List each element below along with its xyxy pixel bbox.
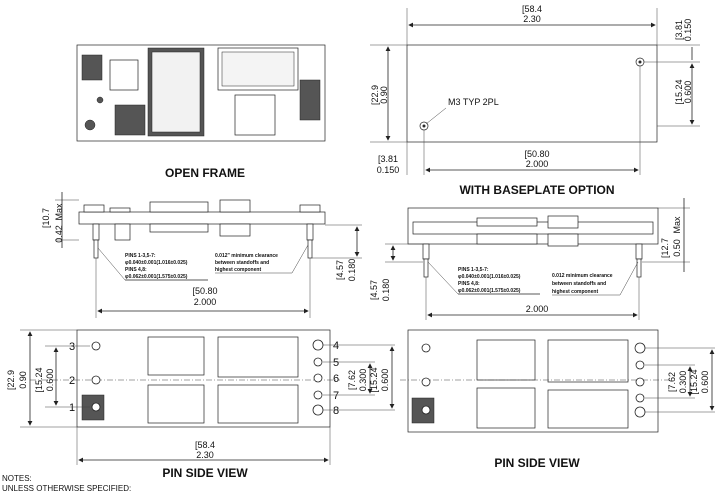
pin-base-right-big-in: 0.600 (700, 371, 710, 394)
baseplate-top-offset-mm: [3.81 (674, 20, 684, 40)
pin-open-right-small-in: 0.300 (358, 369, 368, 392)
side-base-clearance-2: between standoffs and (552, 281, 606, 287)
open-frame-side-view: [10.7 0.42 Max [4.57 0.180 [50.80 2.000 … (41, 192, 362, 318)
pin-label-8: 8 (333, 405, 339, 417)
pin-open-left-span-mm: [15.24 (34, 367, 44, 392)
side-base-pins-b-dim: φ0.062±0.001(1.575±0.025) (458, 288, 521, 294)
side-open-height-in: 0.42 (54, 225, 64, 243)
baseplate-width-mm: [58.4 (522, 4, 542, 14)
open-frame-top-view: OPEN FRAME (76, 44, 326, 180)
baseplate-left-offset-mm: [3.81 (378, 154, 398, 164)
side-base-pitch-in: 2.000 (526, 304, 549, 314)
baseplate-height-mm: [22.9 (370, 85, 380, 105)
pin-label-5: 5 (333, 357, 339, 369)
pin-open-right-big-in: 0.600 (380, 369, 390, 392)
notes-title: NOTES: (2, 474, 32, 483)
side-open-max: Max (54, 203, 64, 221)
side-base-pin-len-in: 0.180 (381, 279, 391, 302)
open-frame-title: OPEN FRAME (165, 166, 245, 180)
pin-open-title: PIN SIDE VIEW (162, 466, 248, 480)
pin-base-right-big-mm: [15.24 (689, 369, 699, 394)
baseplate-title: WITH BASEPLATE OPTION (459, 183, 614, 197)
baseplate-hole-spacing-mm: [15.24 (674, 79, 684, 104)
side-open-pins-b-dim: φ0.062±0.001(1.575±0.025) (125, 274, 188, 280)
pin-label-2: 2 (69, 375, 75, 387)
mount-hole-note: M3 TYP 2PL (448, 97, 499, 107)
side-base-clearance-3: highest component (552, 289, 598, 295)
side-open-pins-b: PINS 4,8: (125, 267, 147, 273)
side-base-pin-len-mm: [4.57 (369, 280, 379, 300)
side-open-pitch-mm: [50.80 (192, 286, 217, 296)
pin-open-right-big-mm: [15.24 (369, 367, 379, 392)
side-open-clearance-1: 0.012" minimum clearance (215, 253, 278, 259)
side-open-clearance-2: between standoffs and (215, 260, 269, 266)
pin-open-height-in: 0.90 (18, 371, 28, 389)
side-open-clearance-3: highest component (215, 267, 261, 273)
baseplate-top-view: [58.4 2.30 [3.81 0.150 [15.24 0.600 [22.… (370, 4, 700, 197)
pin-label-4: 4 (333, 340, 339, 352)
pin-open-left-span-in: 0.600 (45, 369, 55, 392)
side-base-pins-b: PINS 4,8: (458, 281, 480, 287)
side-open-pin-len-mm: [4.57 (335, 260, 345, 280)
pin-open-width-in: 2.30 (196, 450, 214, 460)
baseplate-width-in: 2.30 (523, 14, 541, 24)
baseplate-top-offset-in: 0.150 (683, 19, 693, 42)
baseplate-hole-pitch-mm: [50.80 (524, 149, 549, 159)
pin-label-6: 6 (333, 373, 339, 385)
pin-open-height-mm: [22.9 (6, 370, 16, 390)
notes-line-1: UNLESS OTHERWISE SPECIFIED: (2, 484, 131, 493)
pin-base-title: PIN SIDE VIEW (494, 456, 580, 470)
baseplate-hole-spacing-in: 0.600 (683, 81, 693, 104)
side-base-height-mm: [12.7 (660, 238, 670, 258)
side-base-pins-a: PINS 1-3,5-7: (458, 267, 489, 273)
baseplate-hole-pitch-in: 2.000 (526, 159, 549, 169)
side-open-pins-a-dim: φ0.040±0.001(1.016±0.025) (125, 260, 188, 266)
side-base-height-in: 0.50 (672, 239, 682, 257)
baseplate-left-offset-in: 0.150 (377, 165, 400, 175)
baseplate-pin-side-view: [7.62 0.300 [15.24 0.600 PIN SIDE VIEW (400, 329, 715, 470)
baseplate-side-view: [12.7 0.50 Max [4.57 0.180 2.000 PINS 1-… (369, 198, 690, 320)
side-open-height-mm: [10.7 (41, 208, 51, 228)
baseplate-height-in: 0.90 (379, 86, 389, 104)
pin-label-3: 3 (69, 341, 75, 353)
side-base-max: Max (672, 216, 682, 234)
side-open-pins-a: PINS 1-3,5-7: (125, 253, 156, 259)
pin-base-right-small-mm: [7.62 (667, 372, 677, 392)
side-base-pins-a-dim: φ0.040±0.001(1.016±0.025) (458, 274, 521, 280)
pin-open-width-mm: [58.4 (195, 440, 215, 450)
pin-label-1: 1 (69, 402, 75, 414)
pin-open-right-small-mm: [7.62 (347, 370, 357, 390)
side-base-clearance-1: 0.012 minimum clearance (552, 273, 613, 279)
pin-base-right-small-in: 0.300 (678, 371, 688, 394)
side-open-pin-len-in: 0.180 (347, 259, 357, 282)
pin-label-7: 7 (333, 390, 339, 402)
side-open-pitch-in: 2.000 (194, 297, 217, 307)
open-frame-pin-side-view: 3 2 1 4 5 6 7 8 [22.9 0.90 [15.24 0.600 … (6, 329, 395, 480)
